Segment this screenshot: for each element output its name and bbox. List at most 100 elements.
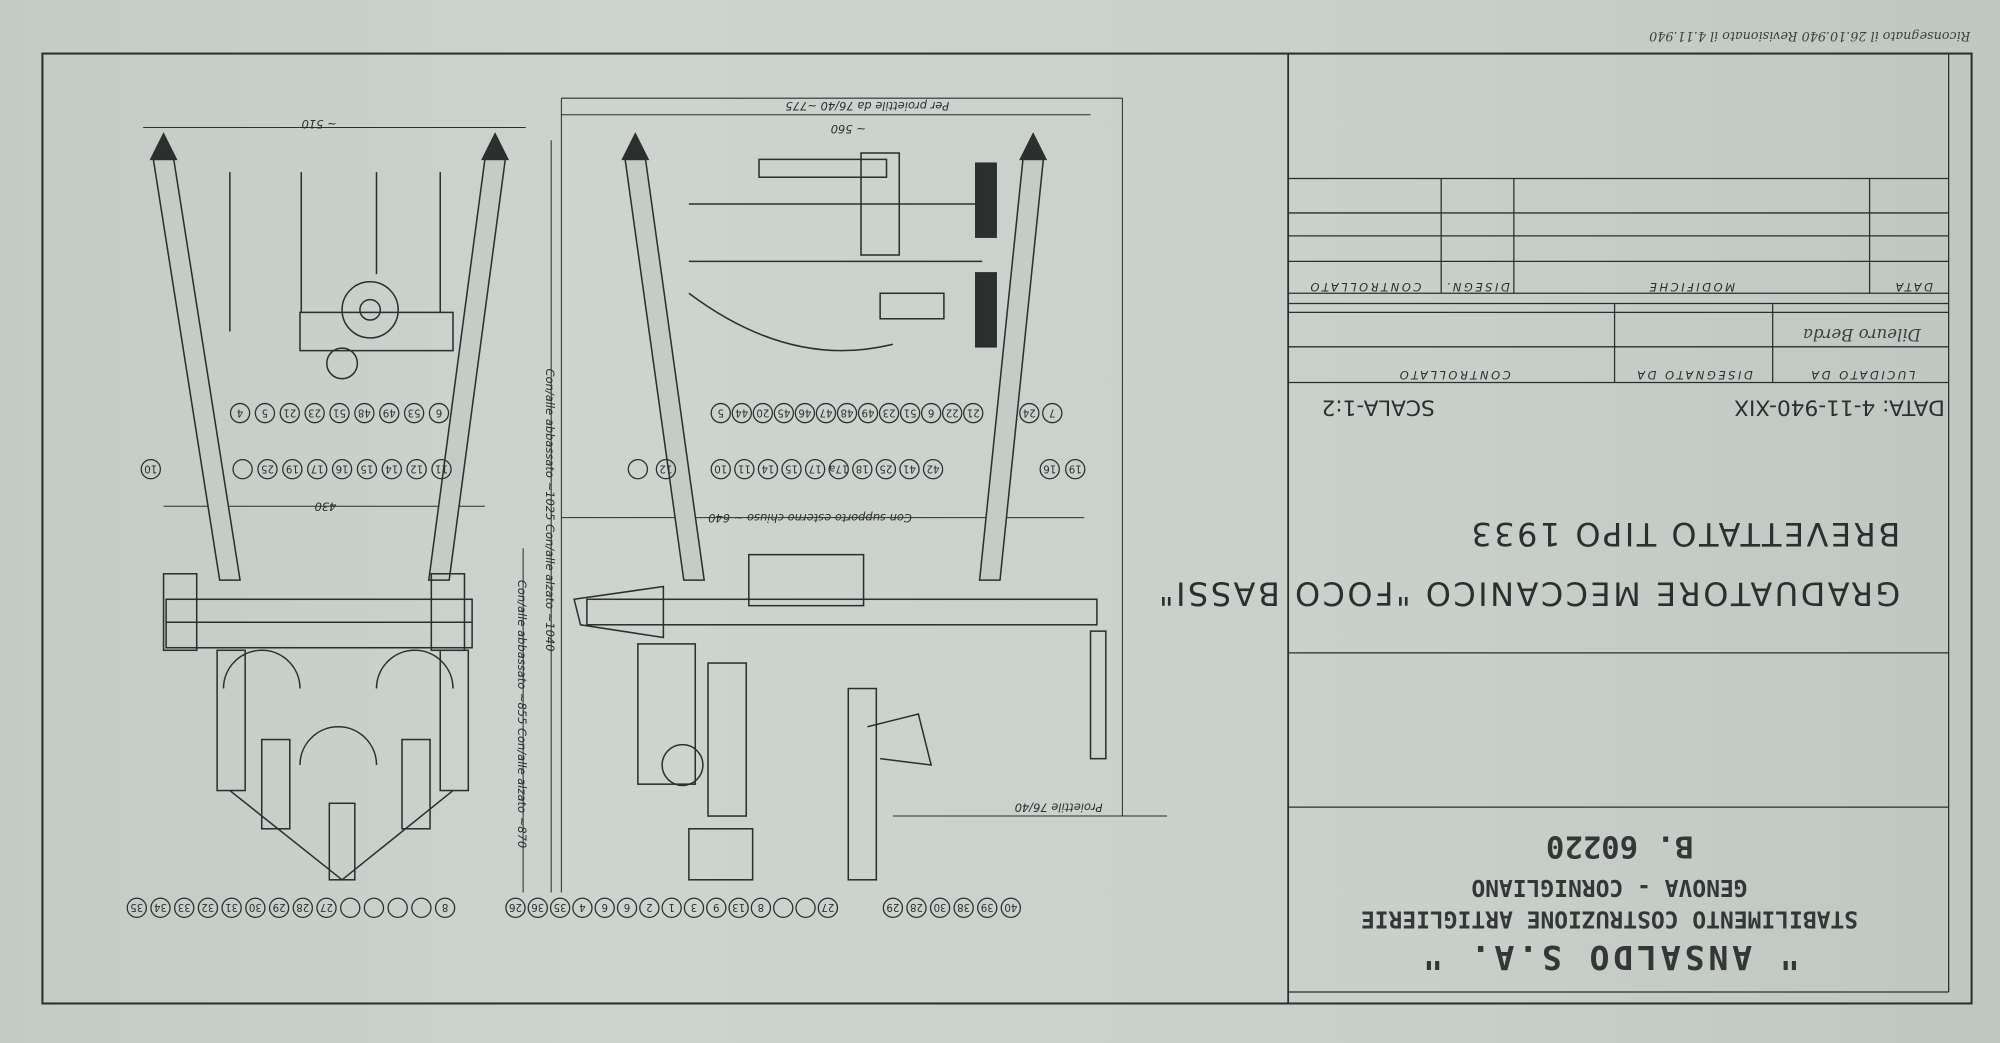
- part-balloon-label: 6: [928, 406, 934, 417]
- part-balloon-label: 10: [144, 462, 157, 473]
- part-balloon-label: 20: [756, 406, 769, 417]
- part-balloon-label: 27: [320, 901, 333, 912]
- part-balloon-label: 23: [308, 406, 321, 417]
- part-balloon-label: 31: [225, 901, 238, 912]
- part-balloon-circle: [379, 402, 400, 424]
- title-line-1: GRADUATORE MECCANICO "FOCO BASSI": [1156, 575, 1900, 613]
- part-balloon-label: 6: [624, 901, 630, 912]
- drawing-number: B. 60220: [1546, 828, 1693, 863]
- part-balloon-circle: [245, 897, 266, 919]
- part-balloon-label: 16: [336, 462, 349, 473]
- part-balloon-circle: [307, 459, 328, 480]
- part-balloon-label: 15: [785, 462, 798, 473]
- part-balloon-label: 11: [738, 462, 751, 473]
- dim-projectile: Per proiettile da 76/40 ~775: [785, 99, 949, 113]
- part-balloon-circle: [257, 459, 278, 480]
- part-balloon-circle: [1000, 897, 1022, 919]
- part-balloon-label: 4: [237, 406, 243, 417]
- part-balloon-circle: [852, 459, 873, 480]
- left-view-drawing: [149, 132, 510, 881]
- part-balloon-circle: [627, 459, 649, 480]
- signature: Dileuro Berda: [1803, 325, 1922, 344]
- part-balloon-circle: [804, 459, 826, 480]
- part-balloon-label: 32: [201, 901, 214, 912]
- part-balloon-circle: [126, 897, 147, 919]
- part-balloon-label: 49: [383, 406, 396, 417]
- part-balloon-circle: [1065, 459, 1086, 480]
- dim-height-a: Con/alle abbassato ~1025 Con/alle alzato…: [543, 369, 557, 652]
- title-block-grid: [1288, 53, 1950, 993]
- part-balloon-label: 13: [732, 901, 745, 912]
- part-balloon-circle: [731, 402, 753, 424]
- part-balloon-circle: [549, 897, 571, 919]
- part-balloon-circle: [906, 897, 927, 919]
- part-balloon-circle: [254, 402, 276, 424]
- part-balloon-circle: [282, 459, 303, 480]
- part-balloon-circle: [340, 897, 361, 919]
- part-balloon-circle: [304, 402, 325, 424]
- part-balloon-label: 33: [178, 901, 191, 912]
- part-balloon-label: 8: [758, 901, 764, 912]
- part-balloon-label: 11: [435, 462, 448, 473]
- part-balloon-circle: [794, 402, 816, 424]
- part-balloon-circle: [363, 897, 385, 919]
- part-balloon-circle: [406, 459, 427, 480]
- part-balloon-circle: [232, 459, 253, 480]
- part-balloon-circle: [857, 402, 879, 424]
- part-balloon-label: 6: [436, 406, 442, 417]
- part-balloon-circle: [899, 459, 920, 480]
- part-balloon-label: 46: [798, 406, 811, 417]
- part-balloon-label: 25: [261, 462, 274, 473]
- part-balloon-label: 30: [249, 901, 262, 912]
- part-balloon-circle: [1019, 402, 1040, 424]
- part-balloon-label: 17a: [829, 462, 848, 473]
- part-balloon-circle: [434, 897, 456, 919]
- part-balloon-label: 10: [714, 462, 727, 473]
- part-balloon-label: 1: [668, 901, 674, 912]
- part-balloon-label: 29: [273, 901, 286, 912]
- part-balloon-circle: [815, 402, 837, 424]
- part-balloon-circle: [710, 402, 731, 424]
- part-balloon-label: 48: [841, 406, 854, 417]
- date-text: DATA: 4-11-940-XIX: [1734, 394, 1945, 419]
- part-balloon-circle: [594, 897, 615, 919]
- dim-left-width: ~ 510: [302, 117, 337, 131]
- part-balloon-label: 3: [691, 901, 697, 912]
- part-balloon-circle: [661, 897, 682, 919]
- part-balloon-label: 40: [1004, 901, 1017, 912]
- part-balloon-circle: [899, 402, 921, 424]
- part-balloon-circle: [773, 402, 795, 424]
- part-balloon-label: 36: [531, 901, 544, 912]
- part-balloon-circle: [616, 897, 638, 919]
- part-balloon-circle: [882, 897, 904, 919]
- part-balloon-label: 17: [809, 462, 822, 473]
- part-balloon-circle: [752, 402, 774, 424]
- part-balloon-circle: [1039, 459, 1060, 480]
- part-balloon-label: 9: [713, 901, 719, 912]
- right-view-drawing: [573, 132, 1107, 881]
- part-balloon-circle: [706, 897, 727, 919]
- part-balloon-circle: [572, 897, 593, 919]
- part-balloon-label: 48: [358, 406, 371, 417]
- part-balloon-circle: [734, 459, 755, 480]
- part-balloon-circle: [197, 897, 219, 919]
- part-balloon-circle: [710, 459, 731, 480]
- part-balloon-label: 14: [385, 462, 398, 473]
- part-balloon-circle: [431, 459, 452, 480]
- part-balloon-label: 15: [360, 462, 373, 473]
- part-balloon-label: 5: [718, 406, 724, 417]
- drawing-frame: [41, 52, 1973, 1005]
- part-balloon-circle: [639, 897, 660, 919]
- projectile-label: Proiettile 76/40: [1015, 800, 1103, 814]
- dim-right-width: ~ 560: [831, 122, 866, 136]
- part-balloon-label: 30: [934, 901, 947, 912]
- title-line-2: BREVETTATO TIPO 1933: [1469, 515, 1900, 553]
- part-balloon-label: 28: [296, 901, 309, 912]
- part-balloon-circle: [221, 897, 242, 919]
- part-balloon-circle: [878, 402, 900, 424]
- rev-header-disegn: DISEGN.: [1444, 280, 1510, 294]
- part-balloon-circle: [411, 897, 432, 919]
- part-balloon-circle: [150, 897, 171, 919]
